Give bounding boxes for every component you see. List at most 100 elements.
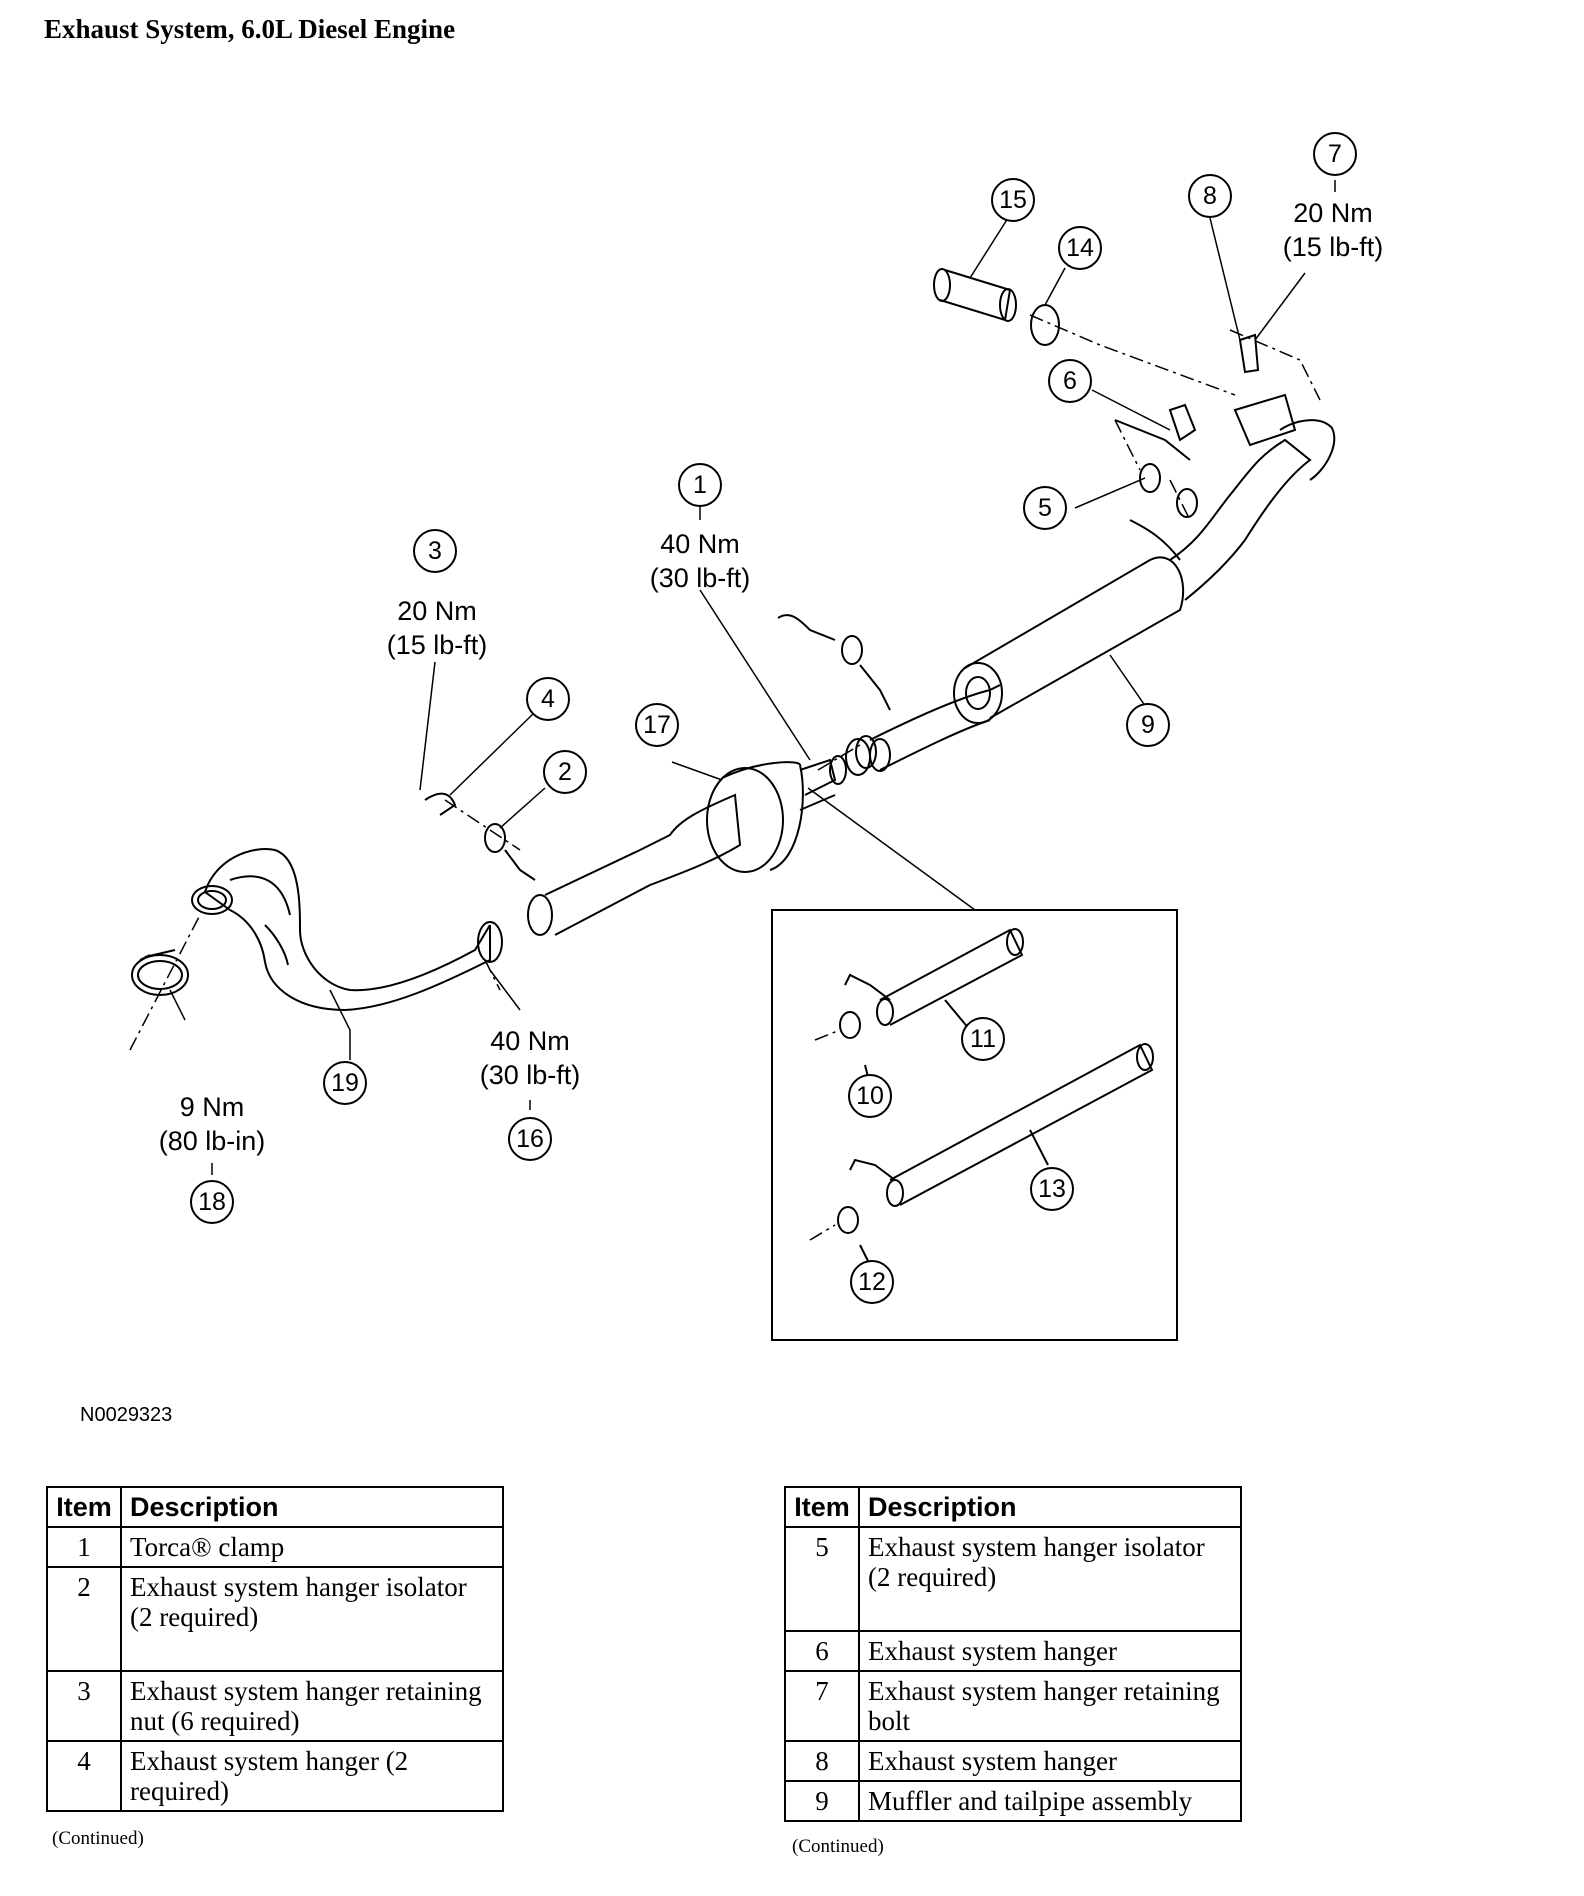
table-row: 4 Exhaust system hanger (2 required) xyxy=(46,1740,504,1812)
hanger-6 xyxy=(1114,403,1197,461)
table-row: 2 Exhaust system hanger isolator (2 requ… xyxy=(46,1566,504,1672)
svg-text:2: 2 xyxy=(558,758,572,786)
item-description: Muffler and tailpipe assembly xyxy=(858,1780,1242,1822)
torque-1-lb: (30 lb-ft) xyxy=(650,563,751,593)
item-description: Exhaust system hanger isolator (2 requir… xyxy=(858,1526,1242,1632)
svg-text:9: 9 xyxy=(1141,711,1155,739)
isolator-5b xyxy=(1176,488,1198,518)
catalytic-converter-shell xyxy=(721,761,804,871)
svg-text:7: 7 xyxy=(1328,140,1342,168)
callout-18: 18 xyxy=(190,1180,234,1224)
svg-text:18: 18 xyxy=(198,1188,226,1216)
inlet-pipe-end xyxy=(869,738,891,772)
pipe-11-hanger xyxy=(844,973,891,1001)
inset-detail-box xyxy=(771,909,1178,1341)
hanger-5-rod xyxy=(1129,519,1181,561)
table-row: 6 Exhaust system hanger xyxy=(784,1630,1242,1672)
svg-text:12: 12 xyxy=(858,1268,886,1296)
catalytic-converter-body xyxy=(706,767,784,873)
header-item: Item xyxy=(46,1486,122,1528)
pipe-11-inlet xyxy=(876,998,894,1026)
table-row: 9 Muffler and tailpipe assembly xyxy=(784,1780,1242,1822)
pipe-13 xyxy=(889,1043,1154,1206)
svg-text:5: 5 xyxy=(1038,494,1052,522)
clamp-18 xyxy=(131,954,189,996)
table-row: 7 Exhaust system hanger retaining bolt xyxy=(784,1670,1242,1742)
hanger-2-rod xyxy=(504,849,536,881)
inset-parts xyxy=(837,928,1154,1266)
extension-end-b xyxy=(999,288,1017,322)
torca-clamp-b xyxy=(855,735,877,769)
svg-text:13: 13 xyxy=(1038,1175,1066,1203)
callout-14: 14 xyxy=(1058,226,1102,270)
pipe-13-end xyxy=(1136,1043,1154,1071)
item-description: Exhaust system hanger retaining bolt xyxy=(858,1670,1242,1742)
svg-text:1: 1 xyxy=(693,471,707,499)
callout-6: 6 xyxy=(1048,359,1092,403)
isolator-upper xyxy=(841,635,863,665)
cat-outlet-end xyxy=(829,755,847,785)
legend-table-left: Item Description 1 Torca® clamp 2 Exhaus… xyxy=(46,1486,504,1812)
muffler xyxy=(964,556,1185,719)
item-description: Exhaust system hanger (2 required) xyxy=(120,1740,504,1812)
callout-4: 4 xyxy=(526,677,570,721)
table-row: 8 Exhaust system hanger xyxy=(784,1740,1242,1782)
svg-text:10: 10 xyxy=(856,1082,884,1110)
continued-note-left: (Continued) xyxy=(52,1828,144,1849)
callout-8: 8 xyxy=(1188,174,1232,218)
torque-16-nm: 40 Nm xyxy=(490,1026,570,1056)
torque-18-lb: (80 lb-in) xyxy=(159,1126,266,1156)
clamp-14 xyxy=(1030,304,1060,346)
hanger-upper-rod xyxy=(859,664,891,711)
continued-note-right: (Continued) xyxy=(792,1836,884,1857)
callout-12: 12 xyxy=(850,1260,894,1304)
svg-text:6: 6 xyxy=(1063,367,1077,395)
item-description: Torca® clamp xyxy=(120,1526,504,1568)
y-pipe xyxy=(204,848,491,1012)
table-row: 1 Torca® clamp xyxy=(46,1526,504,1568)
callout-1: 1 xyxy=(678,463,722,507)
callout-19: 19 xyxy=(323,1061,367,1105)
torque-1-nm: 40 Nm xyxy=(660,529,740,559)
callout-5: 5 xyxy=(1023,486,1067,530)
callouts: 1 2 3 4 5 6 7 8 9 10 11 12 13 14 15 16 1… xyxy=(190,132,1357,1304)
svg-text:4: 4 xyxy=(541,685,555,713)
figure-id: N0029323 xyxy=(80,1404,173,1426)
svg-text:19: 19 xyxy=(331,1069,359,1097)
flange-16 xyxy=(477,921,503,963)
extension-end xyxy=(933,268,951,302)
hanger-8 xyxy=(1238,333,1260,374)
intermediate-pipe xyxy=(544,849,651,936)
torque-specs: 40 Nm (30 lb-ft) 20 Nm (15 lb-ft) 20 Nm … xyxy=(159,198,1384,1156)
header-description: Description xyxy=(120,1486,504,1528)
item-number: 7 xyxy=(784,1670,860,1742)
header-description: Description xyxy=(858,1486,1242,1528)
header-item: Item xyxy=(784,1486,860,1528)
page-title: Exhaust System, 6.0L Diesel Engine xyxy=(44,14,456,44)
svg-text:11: 11 xyxy=(970,1025,996,1053)
table-row: 5 Exhaust system hanger isolator (2 requ… xyxy=(784,1526,1242,1632)
callout-17: 17 xyxy=(635,703,679,747)
item-number: 1 xyxy=(46,1526,122,1568)
assembly-lines xyxy=(129,314,1321,1241)
svg-text:3: 3 xyxy=(428,537,442,565)
item-description: Exhaust system hanger xyxy=(858,1630,1242,1672)
exhaust-parts xyxy=(131,268,1336,1012)
legend-header-row: Item Description xyxy=(784,1486,1242,1528)
item-description: Exhaust system hanger xyxy=(858,1740,1242,1782)
callout-7: 7 xyxy=(1313,132,1357,176)
table-row: 3 Exhaust system hanger retaining nut (6… xyxy=(46,1670,504,1742)
clamp-12 xyxy=(837,1206,859,1234)
hanger-4 xyxy=(424,792,457,816)
tailpipe xyxy=(1169,438,1312,601)
svg-text:17: 17 xyxy=(643,711,671,739)
item-number: 2 xyxy=(46,1566,122,1672)
callout-13: 13 xyxy=(1030,1167,1074,1211)
hanger-upper xyxy=(777,614,836,641)
item-description: Exhaust system hanger isolator (2 requir… xyxy=(120,1566,504,1672)
y-pipe-branch xyxy=(229,875,291,966)
svg-text:15: 15 xyxy=(999,186,1027,214)
isolator-2 xyxy=(484,823,506,853)
callout-9: 9 xyxy=(1126,703,1170,747)
tailpipe-hanger-tube xyxy=(1233,393,1297,447)
